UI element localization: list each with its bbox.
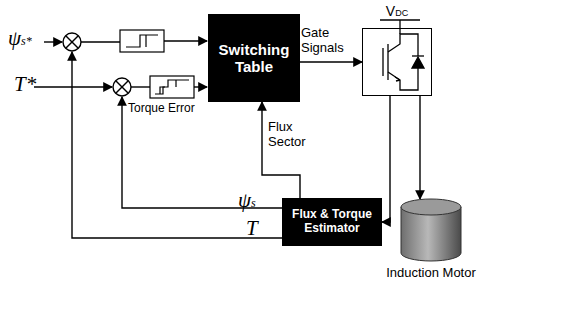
induction-motor: Induction Motor — [400, 198, 462, 262]
signal-label: Torque Error — [128, 101, 195, 115]
estimator-box: Flux & Torque Estimator — [282, 198, 382, 246]
switching-table: Switching Table — [208, 14, 300, 102]
signal-connector — [300, 61, 362, 62]
feedback-symbol: T — [246, 218, 258, 239]
reference-symbol: ψs* — [8, 28, 32, 49]
hysteresis-curve — [126, 35, 189, 94]
feedback-symbol: ψs — [238, 190, 256, 211]
signal-connector — [419, 96, 420, 199]
reference-symbol: T* — [14, 74, 36, 95]
inverter-box: VDC — [362, 28, 432, 96]
edge-label: Gate Signals — [301, 26, 357, 56]
motor-cylinder — [400, 198, 462, 262]
signal-connector — [262, 102, 300, 198]
node-text: Flux & Torque Estimator — [286, 208, 378, 236]
igbt-symbol — [380, 20, 424, 90]
node-text: Induction Motor — [384, 266, 478, 281]
signal-connector — [382, 96, 390, 222]
junction-cross — [66, 36, 128, 93]
edge-label: Flux Sector — [268, 120, 318, 150]
hysteresis-comparator — [120, 30, 194, 98]
node-text: VDC — [353, 3, 441, 19]
node-text: Switching Table — [212, 41, 296, 76]
